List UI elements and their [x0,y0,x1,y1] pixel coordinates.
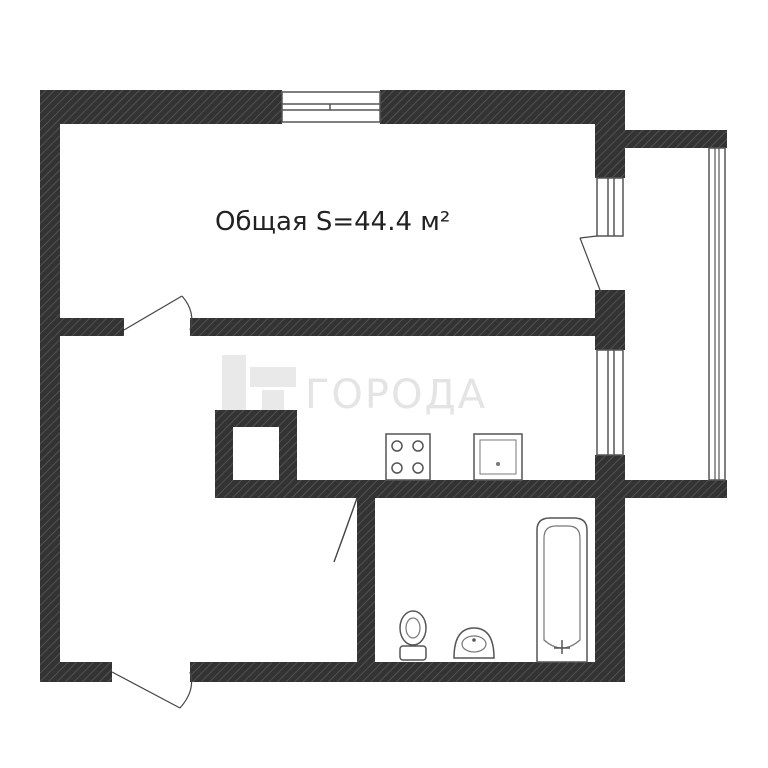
wall-right-upper [595,90,625,178]
door-swing-icon [333,497,358,563]
doors [111,235,601,709]
window-icon [281,91,381,123]
wall-kitchen-bottom [215,480,625,498]
window-icon [708,147,726,481]
window-icon [596,349,624,456]
walls [40,90,727,682]
washbasin-icon [453,627,495,659]
balcony-wall-top [625,130,727,148]
kitchen-sink-icon [473,433,523,481]
wall-top-right [380,90,625,124]
watermark: ГОРОДА [222,355,487,418]
wall-bottom-right [190,662,625,682]
wall-top-left [40,90,282,124]
wall-bath-left [357,498,375,668]
windows [281,91,726,481]
bathtub-icon [536,517,588,663]
door-swing-icon [111,671,193,709]
window-icon [596,177,624,237]
door-swing-icon [579,235,601,291]
toilet-icon [399,610,427,661]
wall-partition-right [190,318,605,336]
kitchen-fixtures [385,433,523,481]
wall-partition-left [40,318,124,336]
bath-fixtures [399,517,588,663]
door-swing-icon [123,295,193,331]
wall-bottom-left [40,662,112,682]
area-label: Общая S=44.4 м² [215,207,450,237]
stove-icon [385,433,431,481]
wall-left [40,90,60,682]
watermark-text: ГОРОДА [305,372,487,418]
watermark-logo-icon [222,355,296,413]
vent-shaft-inner [233,427,279,480]
balcony-wall-bottom [625,480,727,498]
